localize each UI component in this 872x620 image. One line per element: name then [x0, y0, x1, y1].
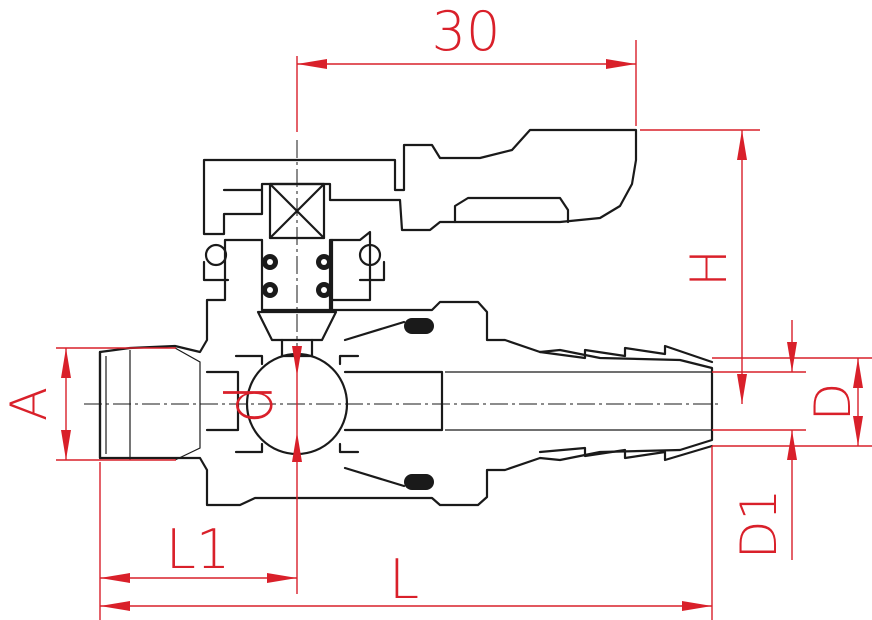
dim-label-d: d: [214, 384, 288, 425]
dimension-L1: L1: [99, 462, 298, 620]
dim-label-30: 30: [432, 0, 501, 63]
valve-handle: [202, 128, 638, 236]
dimension-H: H: [640, 129, 760, 404]
dimension-A: A: [0, 347, 176, 461]
dim-label-L1: L1: [166, 518, 230, 581]
dim-label-D: D: [804, 383, 862, 422]
valve-body: [98, 182, 714, 507]
center-lines: [84, 140, 718, 488]
dimension-30: 30: [296, 0, 637, 132]
dim-label-H: H: [680, 249, 738, 287]
dimension-d: d: [214, 346, 302, 462]
dimension-D1: D1: [712, 320, 806, 560]
dimension-L: L: [100, 446, 713, 620]
dim-label-L: L: [389, 548, 419, 611]
dimension-D: D: [712, 357, 872, 447]
dim-label-A: A: [0, 387, 58, 421]
dim-label-D1: D1: [730, 489, 788, 559]
